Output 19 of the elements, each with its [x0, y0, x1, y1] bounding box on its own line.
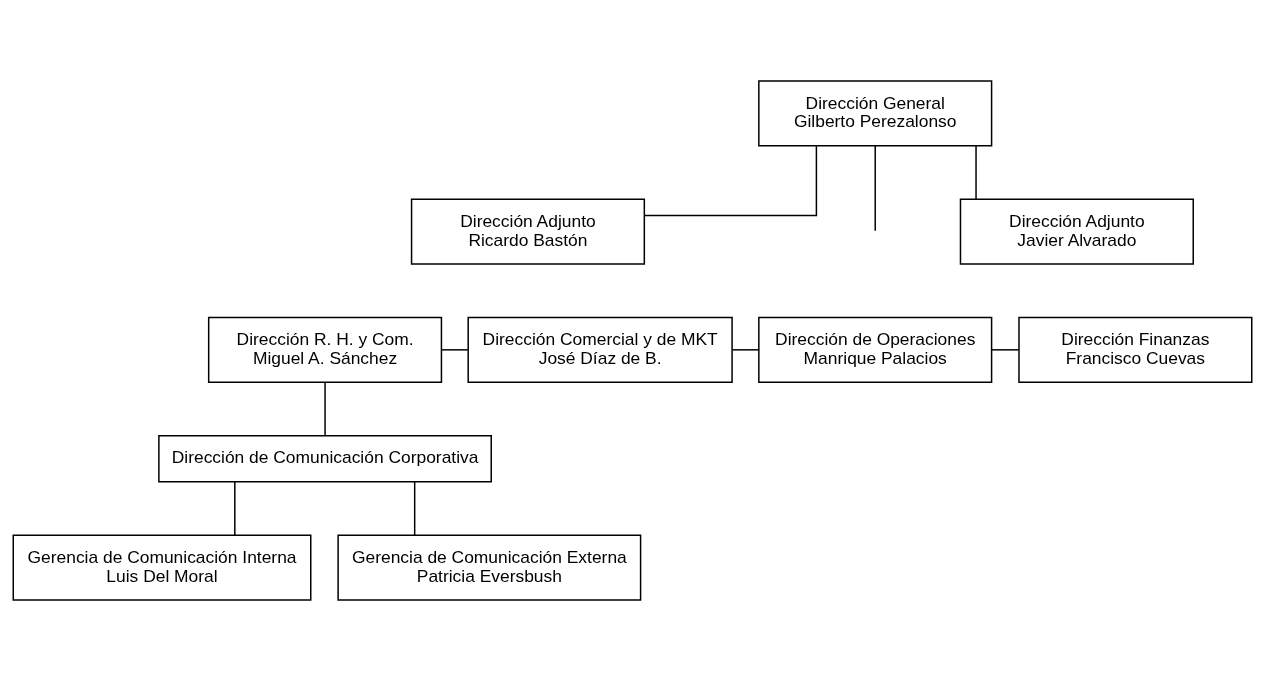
- node-box: Gerencia de Comunicación Externa Patricia Eversbush: [337, 534, 642, 601]
- node-box: Dirección R. H. y Com. Miguel A. Sánchez: [207, 316, 443, 383]
- connector: [413, 481, 416, 536]
- connector: [731, 349, 760, 351]
- node-box: Gerencia de Comunicación Interna Luis Del Moral: [12, 534, 312, 601]
- connector: [324, 381, 326, 437]
- connector: [991, 349, 1020, 351]
- connector: [234, 481, 236, 536]
- node-box: Dirección Comercial y de MKT José Díaz de B.: [467, 316, 733, 383]
- node-box: Dirección Adjunto Ricardo Bastón: [410, 198, 646, 265]
- connector: [975, 145, 977, 200]
- node-box: Dirección General Gilberto Perezalonso: [758, 80, 993, 147]
- connector: [440, 349, 469, 351]
- connector: [643, 145, 818, 217]
- node-box: Dirección de Operaciones Manrique Palacios: [758, 316, 993, 383]
- node-box: Dirección de Comunicación Corporativa: [158, 434, 492, 483]
- connector: [874, 145, 876, 232]
- node-box: Dirección Finanzas Francisco Cuevas: [1018, 316, 1253, 383]
- node-box: Dirección Adjunto Javier Alvarado: [959, 198, 1194, 265]
